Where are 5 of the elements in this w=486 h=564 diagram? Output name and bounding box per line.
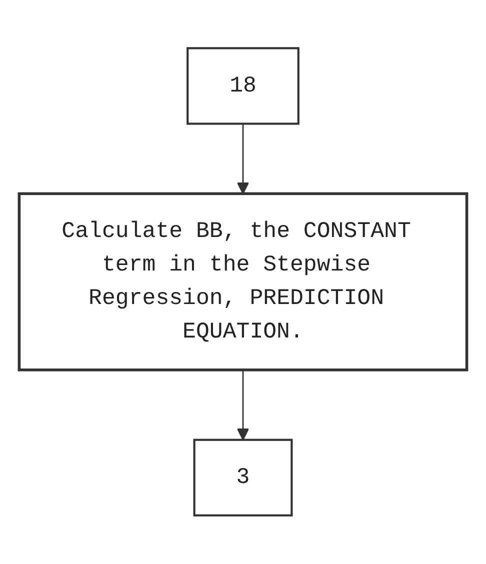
node-box: Calculate BB, the CONSTANT term in the Stepwise Regression, PREDICTION EQUATION. bbox=[18, 192, 468, 372]
node-box: 18 bbox=[186, 47, 300, 125]
node-box: 3 bbox=[193, 439, 293, 517]
arrow bbox=[236, 124, 250, 194]
arrow bbox=[236, 370, 250, 441]
